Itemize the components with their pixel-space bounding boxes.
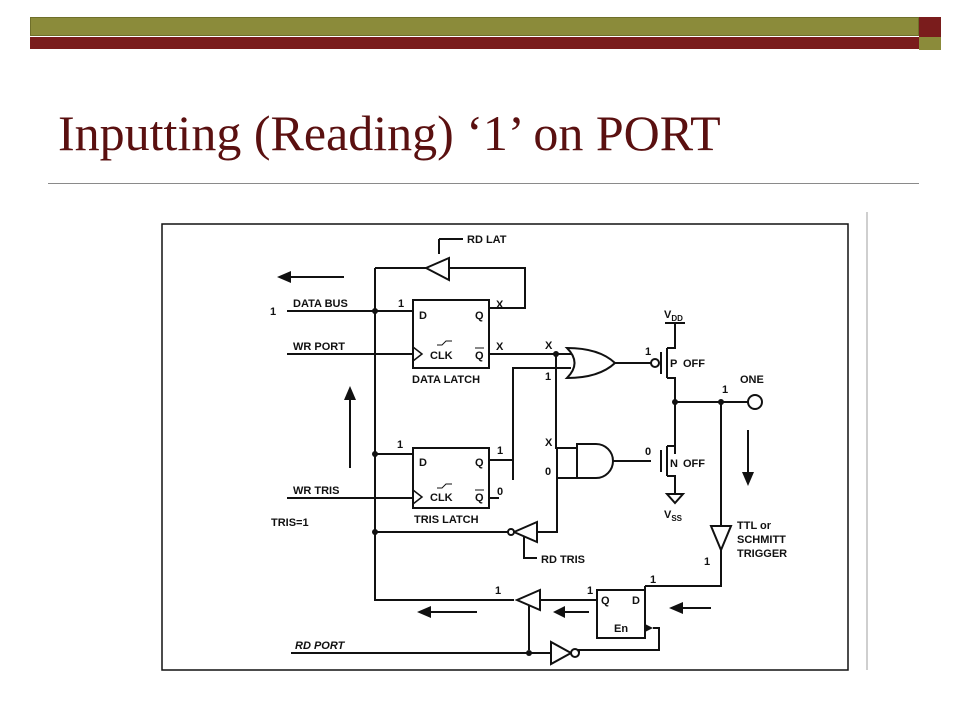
- ttl-output-value: 1: [704, 556, 710, 568]
- title-divider: [48, 183, 919, 184]
- data-latch-d-value: 1: [398, 298, 404, 310]
- latch-en-arrow: [645, 624, 653, 632]
- data-bus-junction: [372, 308, 378, 314]
- tris-latch-clk-edge: [412, 489, 424, 505]
- header-corner-square: [919, 17, 941, 37]
- ttl-label-line1: TTL or: [737, 520, 772, 532]
- rd-port-inverter: [550, 640, 574, 666]
- rd-port-inverter-bubble: [570, 648, 580, 658]
- vdd-label: VDD: [664, 309, 683, 323]
- tris-latch-box: [412, 447, 490, 509]
- diagram-frame: [161, 223, 849, 671]
- data-latch-pin-d: D: [419, 310, 427, 322]
- tris-eq-label: TRIS=1: [271, 517, 309, 529]
- tris-to-rd-tris-wire: [537, 448, 558, 533]
- data-latch-clk-edge: [412, 346, 424, 362]
- ttl-label-line3: TRIGGER: [737, 548, 787, 560]
- right-down-arrow-head: [742, 472, 754, 486]
- ttl-label-line2: SCHMITT: [737, 534, 786, 546]
- tris-latch-pin-clk: CLK: [430, 492, 453, 504]
- header-bar-olive: [30, 17, 919, 36]
- output-pad: [747, 394, 763, 410]
- data-latch-clk-symbol: [437, 340, 452, 346]
- tris-data-junction: [372, 451, 378, 457]
- pmos-pin-p: P: [670, 358, 677, 370]
- vss-ground-symbol: [664, 493, 686, 505]
- ttl-schmitt-buffer: [709, 525, 733, 553]
- data-latch-qbar-value: X: [496, 341, 504, 353]
- tris-latch-pin-q: Q: [475, 457, 484, 469]
- or-input-x-value: X: [545, 340, 553, 352]
- rd-tris-control-wire: [523, 537, 537, 559]
- and-input-x-value: X: [545, 437, 553, 449]
- header-bar-maroon: [30, 37, 919, 49]
- input-latch-box: [596, 589, 646, 639]
- one-label: ONE: [740, 374, 764, 386]
- diagram-background: [159, 208, 871, 672]
- rd-port-buffer: [514, 588, 541, 612]
- bus-value: 1: [270, 306, 276, 318]
- input-latch-pin-d: D: [632, 595, 640, 607]
- left-bus-wire: [374, 268, 514, 601]
- tris-latch-pin-qbar: Q: [475, 492, 484, 504]
- data-latch-q-value: X: [496, 299, 504, 311]
- or-input-1-value: 1: [545, 371, 551, 383]
- vss-label: VSS: [664, 509, 683, 523]
- rd-port-label: RD PORT: [295, 640, 346, 652]
- data-bus-label: DATA BUS: [293, 298, 348, 310]
- p-gate-value: 1: [645, 346, 651, 358]
- port-circuit-diagram: RD LAT 1 DATA BUS 1 WR PORT D Q CLK Q DA…: [159, 208, 871, 672]
- data-latch-pin-clk: CLK: [430, 350, 453, 362]
- wr-port-label: WR PORT: [293, 341, 345, 353]
- latch-en-wire: [577, 627, 660, 651]
- top-left-arrow-head: [277, 271, 291, 283]
- latch-d-input-value: 1: [650, 574, 656, 586]
- tris-q-to-or-wire: [512, 367, 571, 480]
- rd-tris-junction: [372, 529, 378, 535]
- tris-latch-clk-symbol: [437, 483, 452, 489]
- rd-tris-buffer: [511, 520, 538, 544]
- rd-tris-label: RD TRIS: [541, 554, 585, 566]
- tris-latch-label: TRIS LATCH: [414, 514, 479, 526]
- header-corner-square-lower: [919, 37, 941, 50]
- data-latch-box: [412, 299, 490, 369]
- output-value: 1: [722, 384, 728, 396]
- middle-up-arrow-head: [344, 386, 356, 400]
- rd-lat-label: RD LAT: [467, 234, 507, 246]
- tris-latch-d-value: 1: [397, 439, 403, 451]
- and-gate: [576, 443, 614, 479]
- pmos-vdd-wire: [667, 323, 676, 349]
- nmos-pin-n: N: [670, 458, 678, 470]
- bottom-mid-arrow-head: [553, 606, 565, 618]
- rd-port-junction: [526, 650, 532, 656]
- bottom-left-arrow-head: [417, 606, 431, 618]
- data-latch-pin-qbar: Q: [475, 350, 484, 362]
- input-latch-pin-en: En: [614, 623, 628, 635]
- wr-tris-label: WR TRIS: [293, 485, 339, 497]
- tris-q-value: 1: [497, 445, 503, 457]
- n-gate-value: 0: [645, 446, 651, 458]
- or-gate: [564, 346, 617, 380]
- pmos-off-label: OFF: [683, 358, 705, 370]
- drain-node-wire: [667, 377, 676, 454]
- ttl-output-wire: [645, 550, 722, 587]
- nmos-off-label: OFF: [683, 458, 705, 470]
- p-gate-bubble: [650, 358, 660, 368]
- input-latch-pin-q: Q: [601, 595, 610, 607]
- rd-lat-feedback: [449, 267, 526, 309]
- nmos-source-wire: [667, 475, 676, 494]
- rd-tris-bubble: [507, 528, 515, 536]
- latch-q-value: 1: [587, 585, 593, 597]
- tris-latch-pin-d: D: [419, 457, 427, 469]
- data-latch-label: DATA LATCH: [412, 374, 480, 386]
- data-latch-pin-q: Q: [475, 310, 484, 322]
- slide-title: Inputting (Reading) ‘1’ on PORT: [58, 105, 721, 161]
- bottom-right-arrow-head: [669, 602, 683, 614]
- tris-qbar-value: 0: [497, 486, 503, 498]
- and-input-0-value: 0: [545, 466, 551, 478]
- buffer-output-value: 1: [495, 585, 501, 597]
